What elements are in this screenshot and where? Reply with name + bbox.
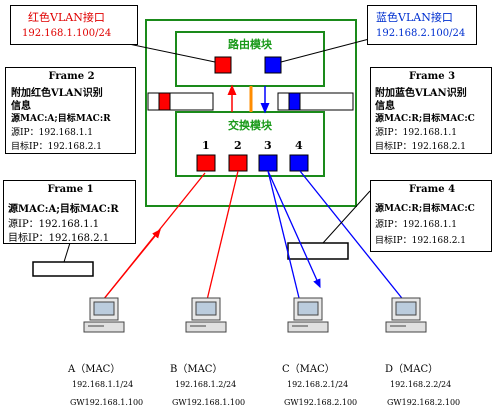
frame3-info-box: Frame 3 附加蓝色VLAN识别 信息 源MAC:R;目标MAC:C 源IP… [370,67,492,154]
port-1-label: 1 [202,139,210,152]
frame1-dst-ip: 目标IP：192.168.2.1 [8,233,110,244]
blue-vlan-ip: 192.168.2.100/24 [376,28,466,39]
frame4-packet [287,242,349,260]
port-1 [196,154,216,172]
frame1-mac: 源MAC:A;目标MAC:R [8,204,119,215]
blue-vlan-callout: 蓝色VLAN接口 192.168.2.100/24 [367,5,477,45]
host-a-ip: 192.168.1.1/24 [72,380,134,389]
cable-c-arrow [267,170,321,289]
frame4-src-ip: 源IP：192.168.1.1 [375,220,458,230]
router-module-label: 路由模块 [228,38,272,51]
frame3-tag-line2: 信息 [375,101,395,112]
frame3-tag-line1: 附加蓝色VLAN识别 [375,88,467,99]
frame3-src-ip: 源IP：192.168.1.1 [375,128,458,138]
port-4 [289,154,309,172]
host-c-name: C（MAC） [282,364,335,375]
computer-c-icon [287,297,329,333]
red-vlan-title: 红色VLAN接口 [28,11,105,24]
port-2-label: 2 [234,139,242,152]
red-vlan-ip: 192.168.1.100/24 [22,28,112,39]
host-d-ip: 192.168.2.2/24 [390,380,452,389]
cable-b [206,170,239,301]
frame4-connector [322,190,371,244]
host-a-name: A（MAC） [68,364,121,375]
computer-d-icon [385,297,427,333]
frame4-mac: 源MAC:R;目标MAC:C [375,204,475,214]
frame3-blue-tag [288,92,301,111]
frame2-mac: 源MAC:A;目标MAC:R [11,114,111,124]
frame2-bar [147,92,214,111]
cable-a-arrow-head [102,228,161,301]
port-4-label: 4 [295,139,303,152]
port-2 [228,154,248,172]
frame2-red-tag [158,92,171,111]
host-c-ip: 192.168.2.1/24 [287,380,349,389]
host-a-gw: GW192.168.1.100 [70,398,144,407]
frame2-tag-line1: 附加红色VLAN识别 [11,88,103,99]
frame3-title: Frame 3 [408,71,456,82]
port-3-label: 3 [264,139,272,152]
host-d-name: D（MAC） [385,364,439,375]
switch-module-label: 交换模块 [228,119,272,132]
frame2-info-box: Frame 2 附加红色VLAN识别 信息 源MAC:A;目标MAC:R 源IP… [5,67,136,154]
blue-vlan-title: 蓝色VLAN接口 [376,11,453,24]
blue-callout-line [280,37,374,63]
cable-c [267,170,301,303]
frame3-dst-ip: 目标IP：192.168.2.1 [375,142,467,152]
computer-a-icon [83,297,125,333]
host-c-gw: GW192.168.2.100 [284,398,358,407]
router-blue-interface [264,56,282,74]
frame3-mac: 源MAC:R;目标MAC:C [375,114,475,124]
port-3 [258,154,278,172]
computer-b-icon [185,297,227,333]
router-red-interface [214,56,232,74]
frame2-dst-ip: 目标IP：192.168.2.1 [11,142,103,152]
frame1-title: Frame 1 [47,184,94,195]
frame1-info-box: Frame 1 源MAC:A;目标MAC:R 源IP：192.168.1.1 目… [3,180,136,244]
red-vlan-callout: 红色VLAN接口 192.168.1.100/24 [10,5,138,45]
frame4-info-box: Frame 4 源MAC:R;目标MAC:C 源IP：192.168.1.1 目… [370,180,492,252]
host-b-gw: GW192.168.1.100 [172,398,246,407]
frame2-src-ip: 源IP：192.168.1.1 [11,128,94,138]
cable-d [299,170,406,303]
frame4-title: Frame 4 [408,184,456,195]
frame1-src-ip: 源IP：192.168.1.1 [8,219,100,230]
host-b-ip: 192.168.1.2/24 [175,380,237,389]
host-b-name: B（MAC） [170,364,223,375]
frame4-dst-ip: 目标IP：192.168.2.1 [375,236,467,246]
frame1-packet [32,261,94,277]
host-d-gw: GW192.168.2.100 [387,398,461,407]
frame2-tag-line2: 信息 [11,101,31,112]
frame2-title: Frame 2 [48,71,95,82]
